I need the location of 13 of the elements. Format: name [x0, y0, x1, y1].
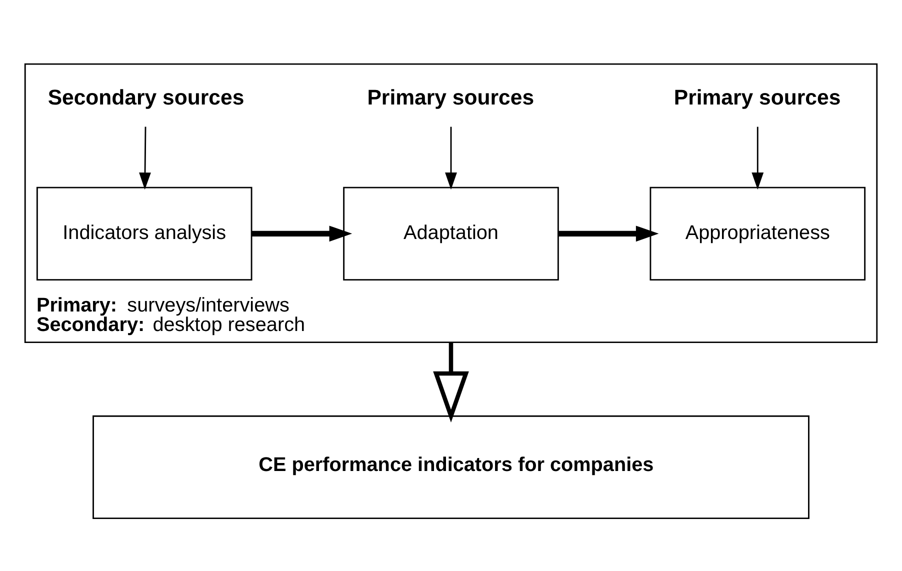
node-box: Appropriateness [650, 186, 866, 281]
arrow [139, 126, 151, 190]
arrow [752, 126, 764, 190]
node-text: Secondary sources [48, 85, 244, 110]
node-box: Indicators analysis [36, 186, 252, 281]
arrow [433, 342, 469, 423]
node-text: Primary sources [674, 85, 841, 110]
arrow [445, 126, 457, 190]
arrow [252, 226, 352, 242]
node-text: Primary sources [367, 85, 534, 110]
node-box: Adaptation [343, 186, 559, 281]
arrow [558, 226, 659, 242]
node-box: CE performance indicators for companies [92, 415, 810, 520]
